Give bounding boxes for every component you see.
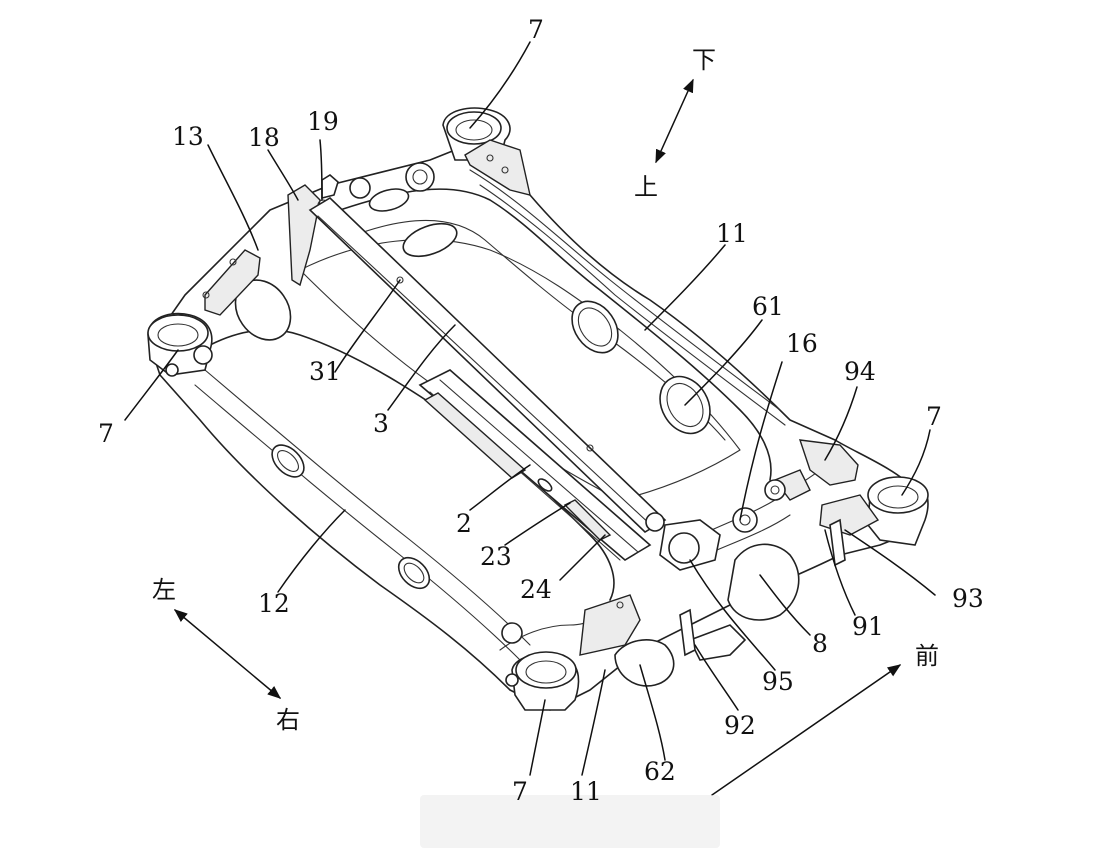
- bushing-bottom: [501, 622, 580, 711]
- label-left: 左: [152, 576, 176, 604]
- label-7-bottom: 7: [512, 777, 528, 806]
- label-13: 13: [172, 122, 204, 151]
- part-labels: 7 13 18 19 11 61 16 94 7 31 3 7 2 23 24 …: [98, 15, 984, 806]
- label-31: 31: [309, 357, 341, 386]
- arrow-up-down: [655, 78, 694, 164]
- leader-lines: [124, 41, 936, 776]
- label-23: 23: [480, 542, 512, 571]
- label-95: 95: [762, 667, 794, 696]
- slot-24: [563, 499, 612, 541]
- label-11-bottom: 11: [570, 777, 602, 806]
- label-down: 下: [692, 46, 716, 74]
- label-front: 前: [915, 642, 939, 670]
- label-61: 61: [752, 292, 784, 321]
- slot-2: [423, 392, 527, 479]
- label-12: 12: [258, 589, 290, 618]
- direction-labels: 下 上 左 右 前: [152, 46, 939, 734]
- bushing-top: [442, 107, 531, 196]
- label-92: 92: [724, 711, 756, 740]
- label-7-right: 7: [926, 402, 942, 431]
- part-62: [614, 639, 675, 687]
- arrow-front: [711, 664, 902, 796]
- label-right: 右: [276, 706, 300, 734]
- bracket-13: [204, 249, 261, 316]
- bracket-18: [287, 184, 321, 287]
- label-7-top: 7: [528, 15, 544, 44]
- label-24: 24: [520, 575, 552, 604]
- bottom-fade: [420, 795, 720, 848]
- label-16: 16: [786, 329, 818, 358]
- bracket-94: [798, 439, 859, 486]
- bracket-left-lower: [579, 594, 641, 656]
- label-93: 93: [952, 584, 984, 613]
- brackets: [202, 174, 859, 687]
- frame-openings: [234, 162, 711, 590]
- label-2: 2: [456, 509, 472, 538]
- label-11-top: 11: [716, 219, 748, 248]
- bushing-right: [819, 476, 929, 546]
- label-7-left: 7: [98, 419, 114, 448]
- arrow-left-right: [173, 609, 282, 699]
- bushing-left: [147, 312, 213, 377]
- part-8: [727, 543, 800, 621]
- bar-3: [308, 196, 667, 534]
- label-up: 上: [634, 173, 658, 201]
- label-19: 19: [307, 107, 339, 136]
- label-62: 62: [644, 757, 676, 786]
- label-94: 94: [844, 357, 876, 386]
- bushing-towers: [147, 107, 929, 711]
- label-8: 8: [812, 629, 828, 658]
- frame-inner-right: [339, 188, 772, 481]
- direction-arrows: [173, 78, 902, 796]
- label-3: 3: [373, 409, 389, 438]
- part-92: [688, 624, 747, 661]
- label-91: 91: [852, 612, 884, 641]
- subframe-body: [149, 149, 921, 711]
- label-18: 18: [248, 123, 280, 152]
- center-crossmember: [308, 196, 667, 561]
